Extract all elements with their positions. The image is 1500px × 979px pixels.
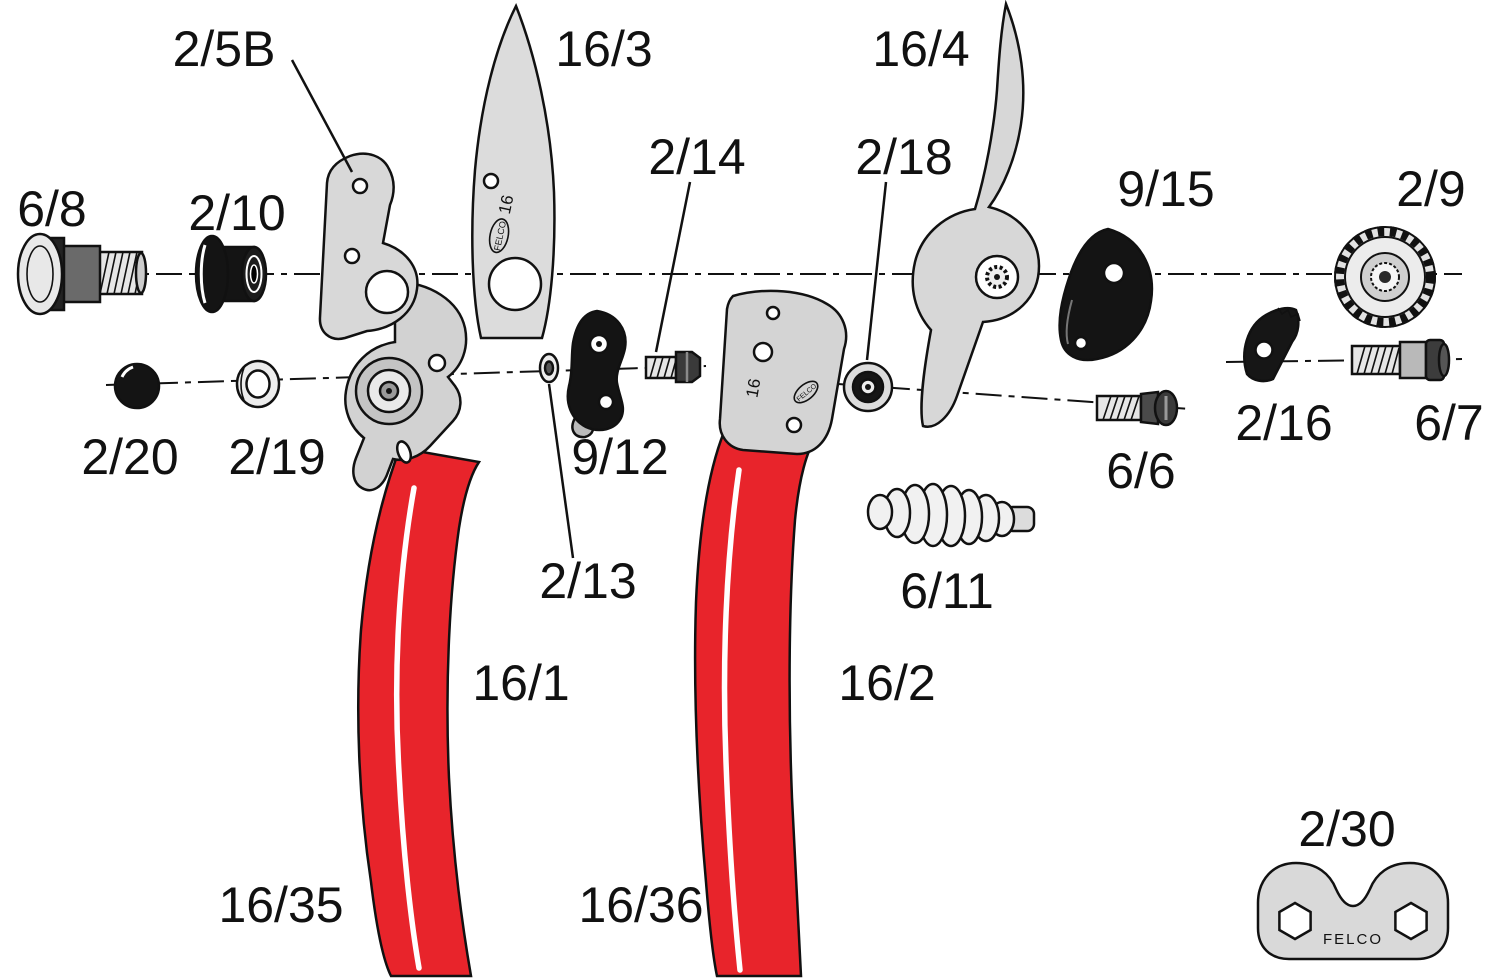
part-2-10-bushing (194, 234, 268, 314)
part-label-6-6: 6/6 (1106, 443, 1176, 499)
part-2-16-sector (1243, 306, 1301, 383)
leader-2-13 (547, 383, 575, 559)
part-label-16-4: 16/4 (872, 21, 969, 77)
part-16-2-handle-head: 16 FELCO (718, 289, 848, 456)
part-9-12-spring-plate (566, 309, 627, 439)
wrench-brand-marking: FELCO (1323, 931, 1383, 948)
part-label-16-1: 16/1 (472, 655, 569, 711)
part-16-3-blade: FELCO 16 (471, 2, 556, 340)
part-label-6-8: 6/8 (17, 181, 87, 237)
part-label-2-20: 2/20 (81, 429, 178, 485)
part-label-6-11: 6/11 (900, 563, 994, 619)
part-2-19-washer (235, 359, 281, 409)
part-label-16-36: 16/36 (578, 877, 703, 933)
part-label-2-14: 2/14 (648, 129, 745, 185)
part-16-35-left-grip (356, 446, 482, 978)
part-label-2-10: 2/10 (188, 185, 285, 241)
part-2-13-washer (538, 352, 560, 384)
part-label-16-2: 16/2 (838, 655, 935, 711)
wrench-hex-hole-left (1278, 901, 1312, 941)
part-6-6-screw (1095, 389, 1179, 427)
part-label-2-5b: 2/5B (173, 21, 276, 77)
leader-2-18 (865, 181, 888, 361)
part-2-9-adjustment-nut (1334, 226, 1436, 328)
head-model-marking: 16 (742, 377, 764, 399)
part-16-4-counter-blade (911, 0, 1041, 428)
part-label-2-16: 2/16 (1235, 395, 1332, 451)
part-label-2-19: 2/19 (228, 429, 325, 485)
wrench-hex-hole-right (1394, 901, 1428, 941)
part-label-9-12: 9/12 (571, 429, 668, 485)
part-label-16-35: 16/35 (218, 877, 343, 933)
part-16-1-handle-head (344, 280, 468, 492)
part-label-9-15: 9/15 (1117, 161, 1214, 217)
part-2-20-cap (113, 362, 161, 410)
part-2-5b-plate (318, 152, 419, 341)
leader-2-5b (290, 59, 354, 173)
part-label-6-7: 6/7 (1414, 395, 1484, 451)
part-2-30-wrench: FELCO (1256, 861, 1450, 961)
part-6-7-bolt (1350, 338, 1451, 382)
left-grip-highlight (393, 485, 422, 971)
part-2-18-rivet (842, 361, 894, 413)
head-marking: 16 (742, 377, 764, 399)
part-6-8-bolt (16, 232, 148, 316)
blade-model-marking: 16 (495, 193, 518, 215)
part-label-2-9: 2/9 (1396, 161, 1466, 217)
left-grip-body (356, 446, 482, 978)
part-label-2-13: 2/13 (539, 553, 636, 609)
leader-2-14 (654, 181, 692, 353)
part-label-16-3: 16/3 (555, 21, 652, 77)
part-label-2-18: 2/18 (855, 129, 952, 185)
part-label-2-30: 2/30 (1298, 801, 1395, 857)
part-9-15-catch-plate (1058, 227, 1154, 362)
part-16-36-right-grip (693, 430, 819, 978)
part-2-14-screw (644, 350, 702, 384)
right-grip-body (693, 430, 819, 978)
right-grip-highlight (721, 467, 743, 973)
part-6-11-spring (866, 482, 1036, 548)
